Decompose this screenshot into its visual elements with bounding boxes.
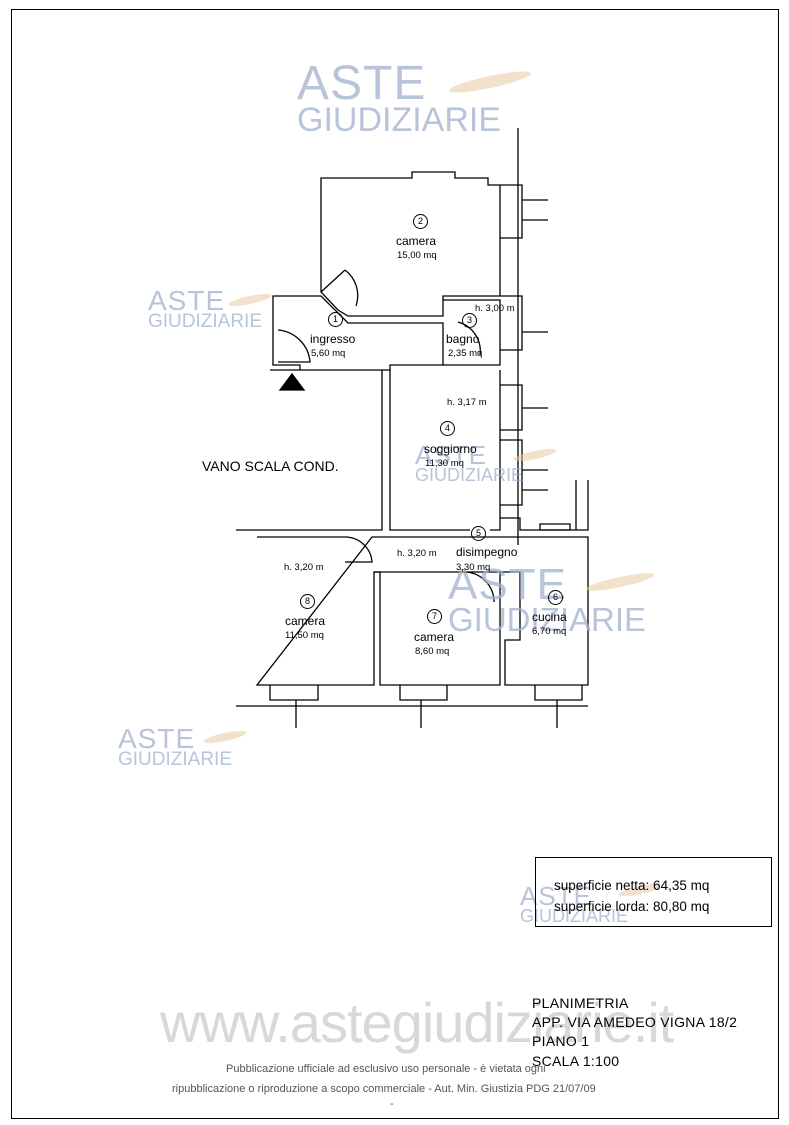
kitchen-window xyxy=(539,523,571,531)
room-number: 5 xyxy=(471,526,486,541)
surface-net: superficie netta: 64,35 mq xyxy=(554,878,710,893)
footer-line-2: ripubblicazione o riproduzione a scopo c… xyxy=(172,1083,596,1095)
room-number: 6 xyxy=(548,590,563,605)
room-name: cucina xyxy=(532,610,567,624)
drawing-sheet xyxy=(11,9,779,1119)
right-window-frames xyxy=(500,184,523,506)
window-ticks xyxy=(522,199,548,491)
room-number: 4 xyxy=(440,421,455,436)
door-room2 xyxy=(320,269,359,307)
height-label: h. 3,00 m xyxy=(475,303,515,314)
watermark-logo-right: ASTE GIUDIZIARIE xyxy=(448,560,647,638)
bottom-window-frames xyxy=(269,685,583,701)
surface-summary: superficie netta: 64,35 mq superficie lo… xyxy=(535,857,772,927)
watermark-logo-top: ASTE GIUDIZIARIE xyxy=(297,57,502,140)
title-line-1: PLANIMETRIA xyxy=(532,995,629,1011)
room-number: 3 xyxy=(462,313,477,328)
bottom-window-ticks xyxy=(295,700,558,728)
room-area: 5,60 mq xyxy=(311,348,346,359)
room-number: 8 xyxy=(300,594,315,609)
height-label: h. 3,17 m xyxy=(447,397,487,408)
title-line-4: SCALA 1:100 xyxy=(532,1053,620,1069)
room-area: 6,70 mq xyxy=(532,626,567,637)
watermark-logo-left: ASTE GIUDIZIARIE xyxy=(148,285,263,333)
stairs-label: VANO SCALA COND. xyxy=(202,458,339,474)
watermark-logo-bottom-left: ASTE GIUDIZIARIE xyxy=(118,723,233,771)
watermark-site-url: www.astegiudiziarie.it xyxy=(160,991,674,1054)
room-number: 7 xyxy=(427,609,442,624)
gavel-marks xyxy=(203,71,662,897)
door-room8 xyxy=(344,536,373,563)
height-label: h. 3,20 m xyxy=(397,548,437,559)
watermark-logo-summary: ASTE GIUDIZIARIE xyxy=(520,881,629,927)
room-1-walls xyxy=(272,295,444,371)
room-area: 11,30 mq xyxy=(425,458,464,469)
title-line-3: PIANO 1 xyxy=(532,1033,590,1049)
footer-dash: - xyxy=(390,1098,394,1110)
title-line-2: APP. VIA AMEDEO VIGNA 18/2 xyxy=(532,1014,738,1030)
room-name: camera xyxy=(414,630,455,644)
room-name: camera xyxy=(396,234,437,248)
room-area: 2,35 mq xyxy=(448,348,483,359)
stair-wall xyxy=(236,370,383,531)
room-number: 1 xyxy=(328,312,343,327)
room-name: disimpegno xyxy=(456,545,518,559)
room-name: soggiorno xyxy=(424,442,477,456)
room-area: 3,30 mq xyxy=(456,562,491,573)
room-name: camera xyxy=(285,614,326,628)
entrance-arrow xyxy=(278,372,306,391)
room-4-walls xyxy=(389,370,589,531)
room-area: 11,50 mq xyxy=(285,630,324,641)
room-name: bagno xyxy=(446,332,480,346)
room-name: ingresso xyxy=(310,332,356,346)
door-room7 xyxy=(463,571,495,603)
room-3-walls xyxy=(443,299,501,366)
outer-wall-lines xyxy=(517,128,577,545)
watermark-logo-center: ASTE GIUDIZIARIE xyxy=(415,440,524,486)
room-area: 15,00 mq xyxy=(397,250,437,261)
room-number: 2 xyxy=(413,214,428,229)
surface-gross: superficie lorda: 80,80 mq xyxy=(554,899,710,914)
footer-line-1: Pubblicazione ufficiale ad esclusivo uso… xyxy=(226,1063,546,1075)
room-area: 8,60 mq xyxy=(415,646,450,657)
door-ingresso xyxy=(277,329,311,363)
height-label: h. 3,20 m xyxy=(284,562,324,573)
